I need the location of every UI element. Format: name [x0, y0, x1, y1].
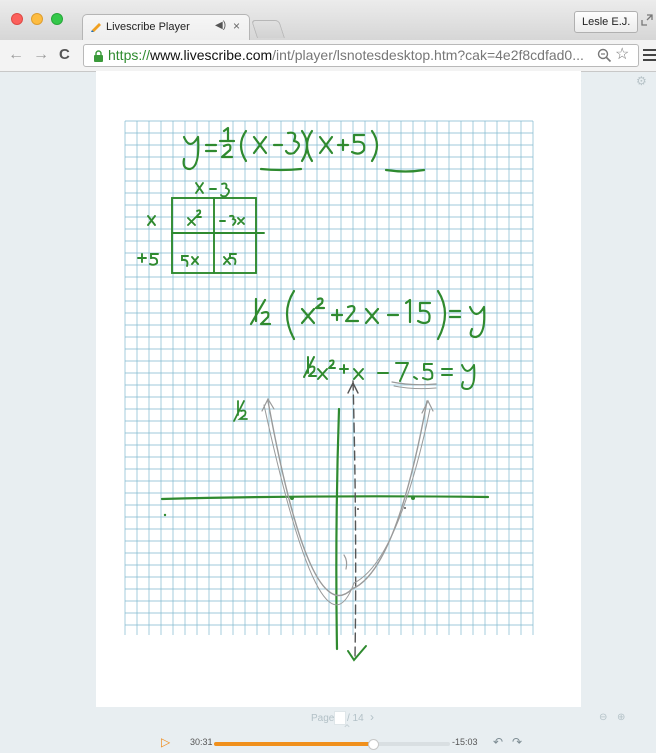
margin-note-ink [233, 400, 248, 422]
page-label: Page [311, 713, 335, 724]
zoom-window-button[interactable] [51, 13, 63, 25]
collapse-up-icon[interactable]: ⌃ [342, 722, 353, 736]
back-arrow-icon[interactable]: ← [8, 46, 24, 63]
url-host: www.livescribe.com [150, 47, 273, 63]
remaining-time: -15:03 [452, 737, 478, 747]
next-page-icon[interactable]: › [370, 710, 374, 724]
parabola-sketch [261, 397, 434, 606]
elapsed-time: 30:31 [190, 737, 213, 747]
reload-icon[interactable]: C [59, 46, 70, 63]
progress-knob[interactable] [368, 739, 380, 750]
progress-track[interactable] [214, 739, 450, 750]
equation-3-ink [303, 356, 476, 390]
notebook-page [96, 71, 581, 707]
tab-title: Livescribe Player [106, 21, 190, 33]
browser-tab[interactable]: Livescribe Player ◀) × [82, 14, 250, 40]
lock-icon [94, 50, 103, 62]
profile-button[interactable]: Lesle E.J. [574, 11, 639, 33]
play-icon[interactable]: ▷ [161, 735, 171, 749]
url-path: /int/player/lsnotesdesktop.htm?cak=4e2f8… [272, 47, 584, 63]
tab-close-button[interactable]: × [233, 19, 241, 33]
skip-back-icon[interactable]: ↶ [493, 735, 504, 749]
minimize-window-button[interactable] [31, 13, 43, 25]
coordinate-axes-ink [160, 380, 490, 662]
speaker-icon[interactable]: ◀) [215, 20, 227, 31]
url-scheme: https:// [108, 47, 151, 63]
handwriting-canvas [124, 120, 534, 662]
graph-grid [124, 120, 534, 635]
skip-forward-icon[interactable]: ↷ [512, 735, 523, 749]
page-total: / 14 [347, 713, 364, 724]
equation-1-ink [182, 126, 426, 173]
browser-toolbar: ← → C https://www.livescribe.com/int/pla… [0, 40, 656, 72]
zoom-in-icon[interactable]: ⊕ [617, 712, 626, 723]
address-bar[interactable]: https://www.livescribe.com/int/player/ls… [83, 44, 639, 67]
forward-arrow-icon[interactable]: → [33, 46, 49, 63]
title-bar: Livescribe Player ◀) × Lesle E.J. [0, 0, 656, 41]
url-text: https://www.livescribe.com/int/player/ls… [108, 47, 584, 64]
zoom-icon[interactable] [597, 48, 612, 63]
fullscreen-icon[interactable] [641, 14, 653, 26]
livescribe-favicon-icon [91, 23, 101, 32]
close-window-button[interactable] [11, 13, 23, 25]
bookmark-star-icon[interactable]: ☆ [615, 46, 630, 63]
gear-icon[interactable]: ⚙ [636, 74, 647, 88]
new-tab-button[interactable] [251, 20, 285, 38]
equation-2-ink [249, 289, 486, 341]
zoom-out-icon[interactable]: ⊖ [599, 712, 608, 723]
box-method-ink [137, 182, 265, 274]
menu-icon[interactable] [643, 49, 656, 61]
page-number-input[interactable] [334, 711, 346, 725]
playback-controls: ▷ 30:31 -15:03 ↶ ↷ [0, 733, 656, 753]
progress-fill [214, 742, 373, 746]
